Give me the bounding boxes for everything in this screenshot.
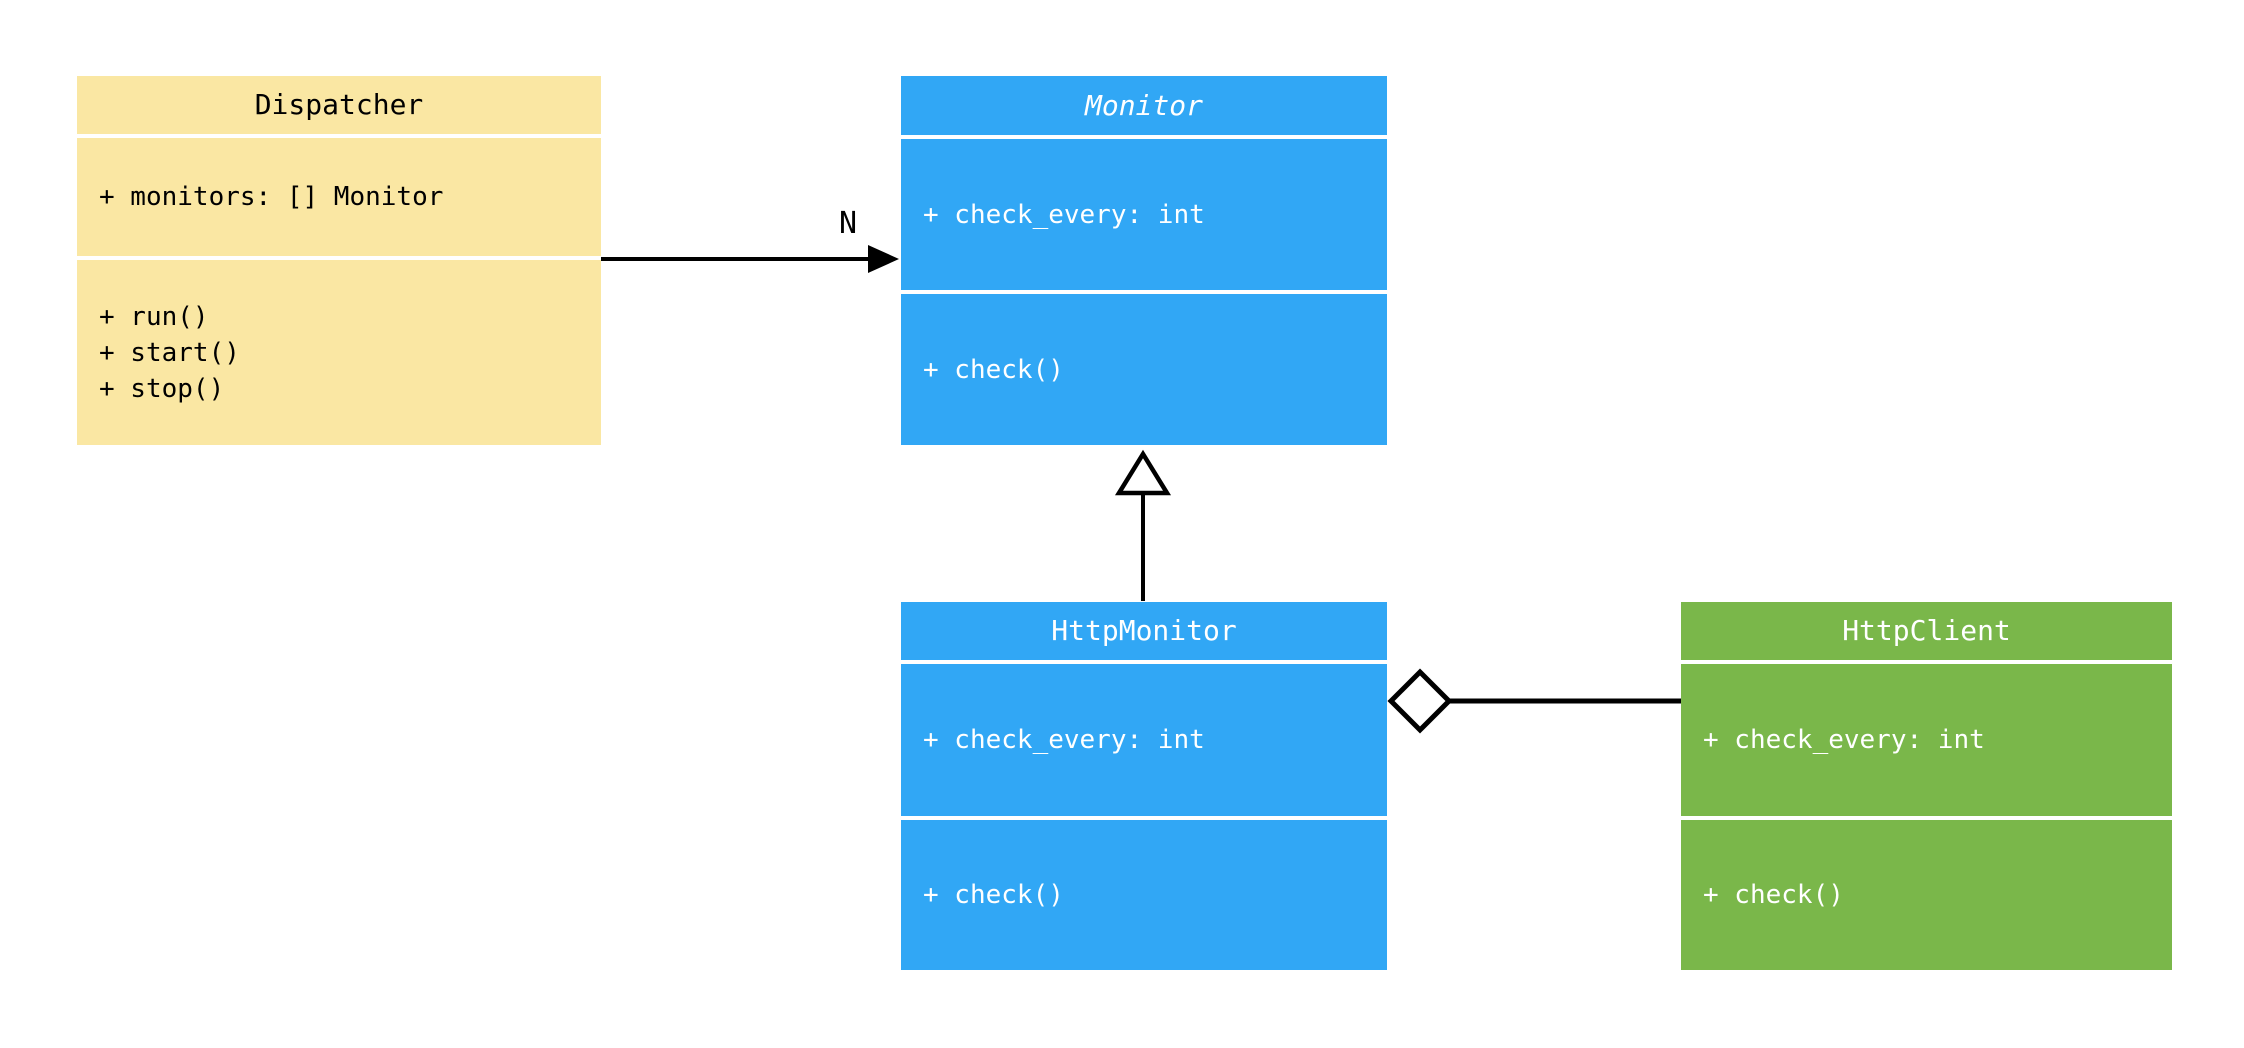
class-name: HttpMonitor bbox=[1051, 614, 1237, 647]
class-name: Dispatcher bbox=[254, 88, 424, 121]
method-line: + check() bbox=[1703, 880, 1844, 910]
class-attributes-section: + check_every: int bbox=[901, 139, 1387, 290]
class-node-monitor[interactable]: Monitor + check_every: int + check() bbox=[901, 76, 1387, 445]
association-arrow bbox=[601, 245, 899, 273]
class-title-bar: Dispatcher bbox=[77, 76, 601, 134]
class-title-bar: Monitor bbox=[901, 76, 1387, 135]
method-line: + run() bbox=[99, 301, 209, 332]
attribute-line: + check_every: int bbox=[923, 199, 1205, 230]
class-node-httpmonitor[interactable]: HttpMonitor + check_every: int + check() bbox=[901, 602, 1387, 970]
class-title-bar: HttpClient bbox=[1681, 602, 2172, 660]
class-name: Monitor bbox=[1084, 88, 1203, 122]
attribute-line: + monitors: [] Monitor bbox=[99, 182, 444, 212]
inheritance-arrow bbox=[1114, 449, 1172, 601]
class-attributes-section: + monitors: [] Monitor bbox=[77, 138, 601, 256]
hollow-triangle-icon bbox=[1114, 449, 1172, 496]
class-methods-section: + check() bbox=[901, 294, 1387, 445]
aggregation-connector bbox=[1387, 668, 1681, 734]
method-line: + check() bbox=[923, 354, 1064, 385]
class-methods-section: + check() bbox=[901, 820, 1387, 970]
class-title-bar: HttpMonitor bbox=[901, 602, 1387, 660]
class-methods-section: + check() bbox=[1681, 820, 2172, 970]
method-line: + stop() bbox=[99, 373, 225, 404]
association-multiplicity-label: N bbox=[838, 206, 858, 241]
class-node-httpclient[interactable]: HttpClient + check_every: int + check() bbox=[1681, 602, 2172, 970]
attribute-line: + check_every: int bbox=[1703, 725, 1985, 755]
class-node-dispatcher[interactable]: Dispatcher + monitors: [] Monitor + run(… bbox=[77, 76, 601, 445]
attribute-line: + check_every: int bbox=[923, 725, 1205, 755]
class-name: HttpClient bbox=[1842, 614, 2011, 647]
class-attributes-section: + check_every: int bbox=[901, 664, 1387, 816]
arrowhead-icon bbox=[868, 245, 899, 273]
method-line: + start() bbox=[99, 337, 240, 368]
class-methods-section: + run() + start() + stop() bbox=[77, 260, 601, 445]
hollow-diamond-icon bbox=[1387, 668, 1453, 734]
method-line: + check() bbox=[923, 880, 1064, 910]
class-attributes-section: + check_every: int bbox=[1681, 664, 2172, 816]
